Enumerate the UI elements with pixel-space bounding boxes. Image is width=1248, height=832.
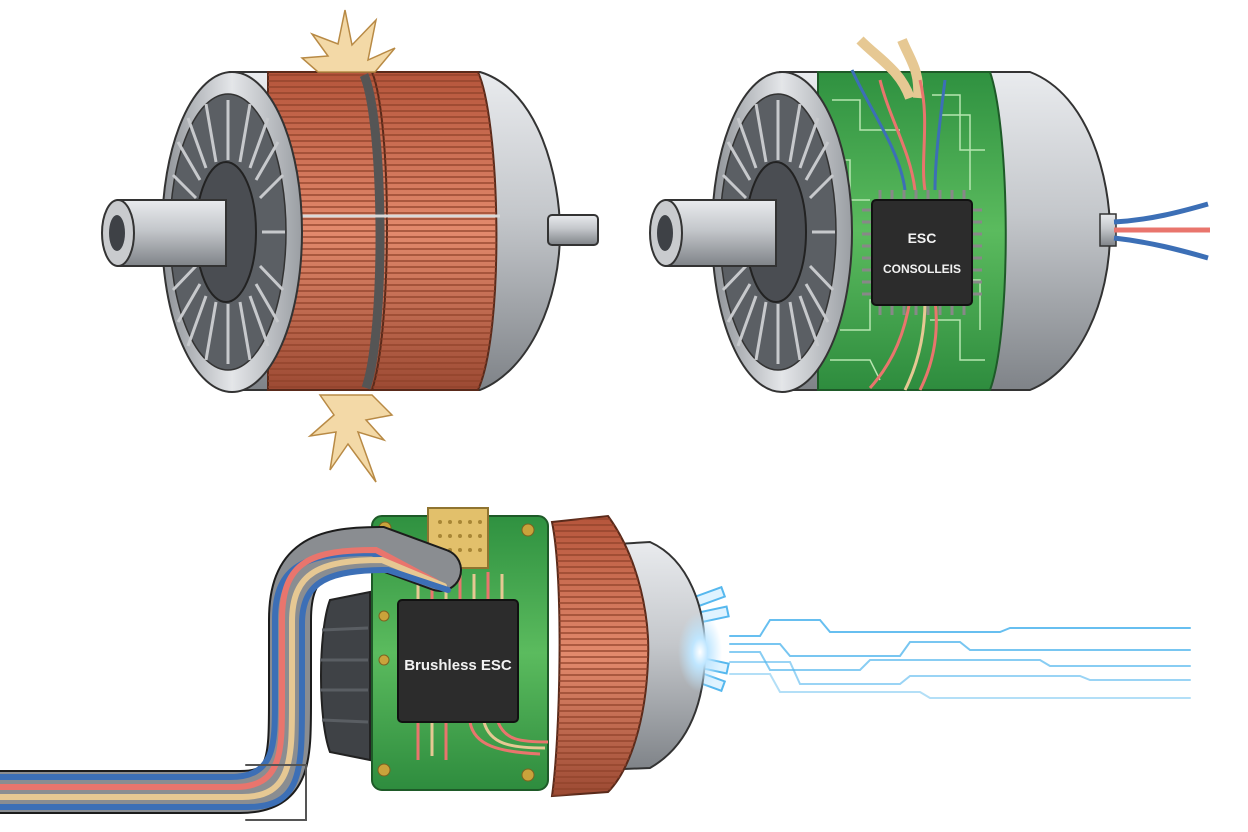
copper-windings — [267, 71, 500, 391]
brushless-esc-assembly: Brushless ESC — [0, 507, 1191, 821]
esc-board-label: Brushless ESC — [404, 657, 512, 674]
stator-winding — [550, 514, 650, 798]
vent-slots — [721, 100, 835, 364]
brushed-motor — [101, 9, 599, 483]
spark-bottom — [307, 394, 394, 483]
integrated-esc-motor: ESC CONSOLLEIS — [649, 36, 1210, 393]
vent-slots — [171, 100, 285, 364]
esc-chip-label-top: ESC — [908, 230, 937, 246]
header-connector — [427, 507, 489, 569]
signal-glow — [678, 612, 722, 692]
power-cable-bundle — [0, 525, 462, 821]
esc-main-chip — [397, 599, 519, 723]
spark-top — [300, 9, 396, 73]
rear-shaft — [547, 214, 599, 246]
rear-cap — [320, 590, 371, 762]
esc-chip-label-bottom: CONSOLLEIS — [883, 262, 961, 276]
output-wires — [1099, 201, 1210, 261]
signal-traces — [729, 619, 1191, 699]
esc-controller-chip: ESC CONSOLLEIS — [862, 190, 982, 315]
